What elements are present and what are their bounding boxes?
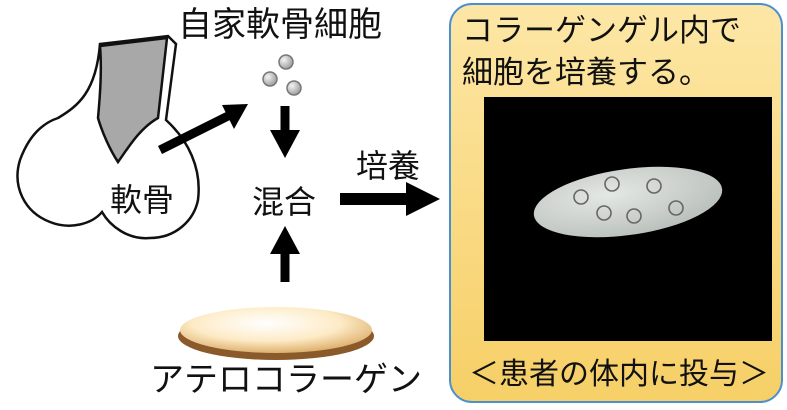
administration-label: ＜患者の体内に投与＞ [469,357,769,392]
atelocollagen-label: アテロコラーゲン [150,360,422,400]
cell [278,54,294,70]
cartilage-shaft [96,36,169,165]
cell [262,71,278,87]
gel-cell [573,189,589,205]
cartilage-label: 軟骨 [110,181,175,219]
arrow-collagen-to-mix [270,226,300,282]
gel-cell [668,200,684,216]
arrows [157,104,440,282]
atelocollagen-disc [178,307,374,360]
cell-cluster [262,54,302,96]
arrow-mix-to-culture [340,182,440,216]
panel-text-line: 細胞を培養する。 [462,55,710,91]
mix-label: 混合 [252,183,317,221]
panel-text-line: コラーゲンゲル内で [462,13,741,49]
bone-illustration [16,34,200,240]
cell [286,80,302,96]
gel-cell [604,176,620,192]
arrow-bone-to-cells [157,104,248,155]
arrow-cells-to-mix [270,106,300,158]
gel-cell [626,208,642,224]
autologous-cells-label: 自家軟骨細胞 [178,5,382,45]
panel-description: コラーゲンゲル内で 細胞を培養する。 [462,10,774,94]
culture-label: 培養 [356,147,421,185]
collagen-gel [533,166,723,238]
culture-panel [449,3,783,403]
gel-cell [596,205,612,221]
gel-cell [646,178,662,194]
